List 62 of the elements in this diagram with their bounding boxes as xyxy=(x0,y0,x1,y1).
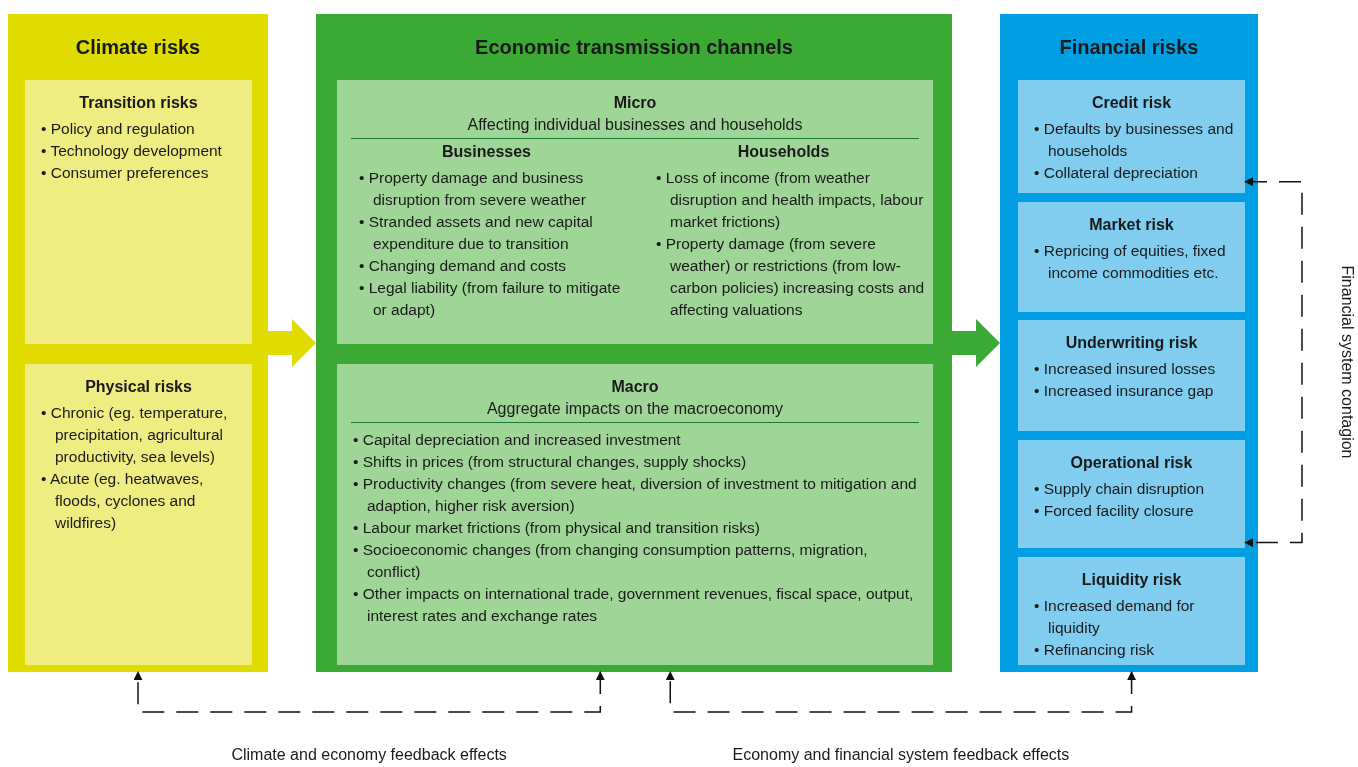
bullet-item: • Labour market frictions (from physical and transition risks) xyxy=(353,518,761,538)
text-box xyxy=(1018,320,1245,431)
node-title: Liquidity risk xyxy=(1080,570,1183,590)
node-title: Physical risks xyxy=(84,377,193,397)
edge-label: Financial system contagion xyxy=(1338,265,1356,459)
bullet-item: • Increased insured losses xyxy=(1034,359,1217,379)
bullet-item: • Chronic (eg. temperature, precipitation, agricultural productivity, sea levels) xyxy=(41,403,229,467)
bullet-item: • Loss of income (from weather disruption and health impacts, labour market frictions) xyxy=(656,168,925,232)
bullet-item: • Socioeconomic changes (from changing consumption patterns, migration, conflict) xyxy=(353,540,869,582)
bullet-item: • Supply chain disruption xyxy=(1034,479,1205,499)
edge-label: Economy and financial system feedback effects xyxy=(732,746,1070,764)
bullet-item: • Capital depreciation and increased investment xyxy=(353,430,682,450)
group-title: Economic transmission channels xyxy=(474,36,794,59)
block-arrow xyxy=(268,319,316,367)
bullet-item: • Technology development xyxy=(41,141,223,161)
group-panel xyxy=(316,14,952,672)
node-title: Underwriting risk xyxy=(1064,333,1199,353)
column-heading: Households xyxy=(736,142,831,162)
node-subtitle: Affecting individual businesses and households xyxy=(351,114,919,139)
bullet-item: • Acute (eg. heatwaves, floods, cyclones and wildfires) xyxy=(41,469,205,533)
text-box xyxy=(1018,80,1245,193)
group-title: Climate risks xyxy=(74,36,202,59)
group-title: Financial risks xyxy=(1058,36,1200,59)
text-box xyxy=(1018,440,1245,548)
bullet-item: • Increased demand for liquidity xyxy=(1034,596,1196,638)
bullet-item: • Increased insurance gap xyxy=(1034,381,1215,401)
node-title: Market risk xyxy=(1088,215,1175,235)
bullet-item: • Forced facility closure xyxy=(1034,501,1195,521)
text-box xyxy=(25,80,252,344)
node-title: Micro xyxy=(612,93,658,113)
node-title: Operational risk xyxy=(1069,453,1194,473)
text-box xyxy=(337,364,933,665)
text-box xyxy=(337,80,933,344)
node-title: Credit risk xyxy=(1090,93,1173,113)
bullet-item: • Collateral depreciation xyxy=(1034,163,1199,183)
bullet-item: • Defaults by businesses and households xyxy=(1034,119,1235,161)
bullet-item: • Consumer preferences xyxy=(41,163,210,183)
edge-label: Climate and economy feedback effects xyxy=(231,746,507,764)
bullet-item: • Shifts in prices (from structural changes, supply shocks) xyxy=(353,452,748,472)
node-title: Macro xyxy=(610,377,660,397)
text-box xyxy=(1018,557,1245,665)
node-subtitle: Aggregate impacts on the macroeconomy xyxy=(351,398,919,423)
bullet-item: • Refinancing risk xyxy=(1034,640,1155,660)
node-title: Transition risks xyxy=(78,93,199,113)
bullet-item: • Productivity changes (from severe heat, diversion of investment to mitigation and adaption, higher risk aversion) xyxy=(353,474,918,516)
bullet-item: • Stranded assets and new capital expenditure due to transition xyxy=(359,212,594,254)
dashed-arrow xyxy=(1244,177,1303,548)
column-heading: Businesses xyxy=(441,142,532,162)
bullet-item: • Changing demand and costs xyxy=(359,256,568,276)
group-panel xyxy=(8,14,268,672)
bullet-item: • Other impacts on international trade, government revenues, fiscal space, output, interest rates and exchange rates xyxy=(353,584,915,626)
block-arrow xyxy=(952,319,1000,367)
bullet-item: • Legal liability (from failure to mitigate or adapt) xyxy=(359,278,622,320)
bullet-item: • Property damage (from severe weather) or restrictions (from low-carbon policies) increasing costs and affecting valuations xyxy=(656,234,926,320)
dashed-arrow xyxy=(133,671,605,713)
bullet-item: • Policy and regulation xyxy=(41,119,196,139)
group-panel xyxy=(1000,14,1258,672)
bullet-item: • Repricing of equities, fixed income commodities etc. xyxy=(1034,241,1227,283)
text-box xyxy=(25,364,252,665)
text-box xyxy=(1018,202,1245,312)
bullet-item: • Property damage and business disruption from severe weather xyxy=(359,168,587,210)
dashed-arrow xyxy=(665,671,1137,713)
